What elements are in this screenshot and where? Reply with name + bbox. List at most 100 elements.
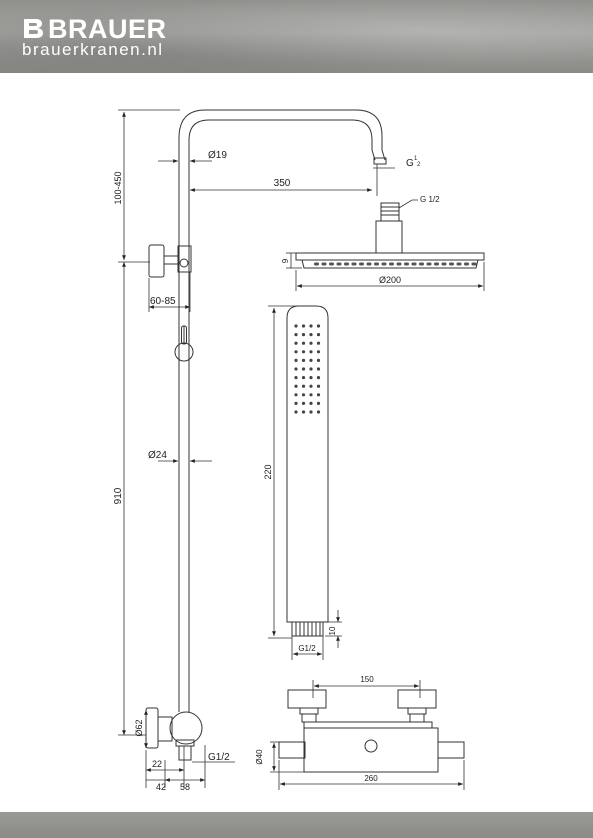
brand-mark-icon	[24, 19, 43, 38]
dim-holder-range: 60-85	[150, 296, 176, 307]
dim-bottom-thread: G1/2	[208, 752, 230, 763]
dim-arm-diameter: Ø19	[208, 150, 227, 161]
nozzle	[471, 262, 477, 266]
dim-arm-thread: G	[406, 158, 414, 169]
hand-shower-nozzles	[294, 324, 321, 414]
hand-shower	[286, 305, 329, 637]
dim-head-thickness: 9	[281, 258, 290, 263]
hand-nozzle	[316, 384, 321, 388]
nozzle	[374, 262, 379, 266]
hand-nozzle	[294, 410, 298, 414]
shower-head	[295, 202, 485, 269]
hand-nozzle	[309, 393, 313, 397]
dim-pipe-diameter: Ø24	[148, 450, 167, 461]
hand-nozzle	[301, 367, 306, 371]
hand-nozzle	[294, 333, 298, 337]
hand-nozzle	[301, 324, 306, 328]
dim-offset-58: 58	[180, 782, 190, 792]
hand-nozzle	[301, 401, 306, 405]
dim-pipe-length: 910	[113, 487, 124, 504]
dim-offset-22: 22	[152, 759, 162, 769]
nozzle	[351, 262, 357, 266]
hand-nozzle	[316, 341, 321, 345]
nozzle	[359, 262, 364, 266]
hand-nozzle	[294, 376, 298, 380]
nozzle	[411, 262, 417, 266]
nozzle	[464, 262, 469, 266]
hand-nozzle	[309, 350, 313, 354]
brand-name: BRAUER	[48, 14, 167, 44]
nozzle	[449, 262, 454, 266]
hand-nozzle	[309, 324, 313, 328]
hand-nozzle	[301, 376, 306, 380]
dim-arm-thread-den: 2	[417, 162, 421, 168]
hand-nozzle	[294, 384, 298, 388]
shower-head-nozzles	[314, 262, 477, 266]
hand-nozzle	[316, 410, 321, 414]
hand-nozzle	[301, 350, 306, 354]
dim-arm-thread-num: 1	[414, 156, 418, 162]
dim-head-diameter: Ø200	[379, 275, 401, 285]
nozzle	[456, 262, 462, 266]
hand-nozzle	[309, 358, 313, 362]
hand-nozzle	[316, 367, 321, 371]
nozzle	[366, 262, 372, 266]
nozzle	[329, 262, 334, 266]
footer-banner	[0, 812, 593, 838]
dim-mixer-height: Ø40	[255, 749, 264, 765]
header-banner	[0, 0, 593, 73]
brand-website: brauerkranen.nl	[22, 40, 164, 59]
nozzle	[344, 262, 349, 266]
hand-nozzle	[309, 341, 313, 345]
dim-hand-length: 220	[263, 464, 273, 479]
nozzle	[441, 262, 447, 266]
hand-nozzle	[316, 333, 321, 337]
hand-nozzle	[301, 333, 306, 337]
hand-nozzle	[301, 393, 306, 397]
hand-nozzle	[316, 393, 321, 397]
thermostat-mixer	[278, 689, 465, 773]
hand-nozzle	[316, 401, 321, 405]
nozzle	[434, 262, 439, 266]
nozzle	[419, 262, 424, 266]
hand-nozzle	[309, 367, 313, 371]
dim-hand-thread: G1/2	[298, 644, 316, 653]
nozzle	[426, 262, 432, 266]
dim-head-thread: G 1/2	[420, 195, 440, 204]
hand-nozzle	[309, 333, 313, 337]
hand-nozzle	[309, 384, 313, 388]
hand-nozzle	[316, 324, 321, 328]
nozzle	[404, 262, 409, 266]
dim-mixer-width: 260	[364, 774, 378, 783]
hand-nozzle	[294, 358, 298, 362]
nozzle	[321, 262, 327, 266]
dim-hand-connector: 10	[328, 626, 337, 635]
dim-arm-reach: 350	[274, 178, 291, 189]
hand-nozzle	[294, 324, 298, 328]
dim-offset-42: 42	[156, 782, 166, 792]
hand-nozzle	[301, 358, 306, 362]
hand-nozzle	[316, 358, 321, 362]
dim-mixer-center: 150	[360, 675, 374, 684]
hand-nozzle	[294, 350, 298, 354]
hand-nozzle	[316, 376, 321, 380]
nozzle	[336, 262, 342, 266]
hand-nozzle	[301, 410, 306, 414]
hand-nozzle	[301, 341, 306, 345]
hand-nozzle	[294, 401, 298, 405]
hand-nozzle	[294, 367, 298, 371]
nozzle	[396, 262, 402, 266]
nozzle	[389, 262, 394, 266]
hand-nozzle	[309, 401, 313, 405]
nozzle	[314, 262, 319, 266]
dim-top-adjust: 100-450	[113, 171, 123, 204]
hand-nozzle	[294, 341, 298, 345]
hand-nozzle	[309, 410, 313, 414]
hand-nozzle	[301, 384, 306, 388]
hand-nozzle	[316, 350, 321, 354]
dim-wall-diameter: Ø62	[134, 719, 144, 736]
hand-nozzle	[294, 393, 298, 397]
hand-nozzle	[309, 376, 313, 380]
shower-column	[145, 109, 387, 761]
